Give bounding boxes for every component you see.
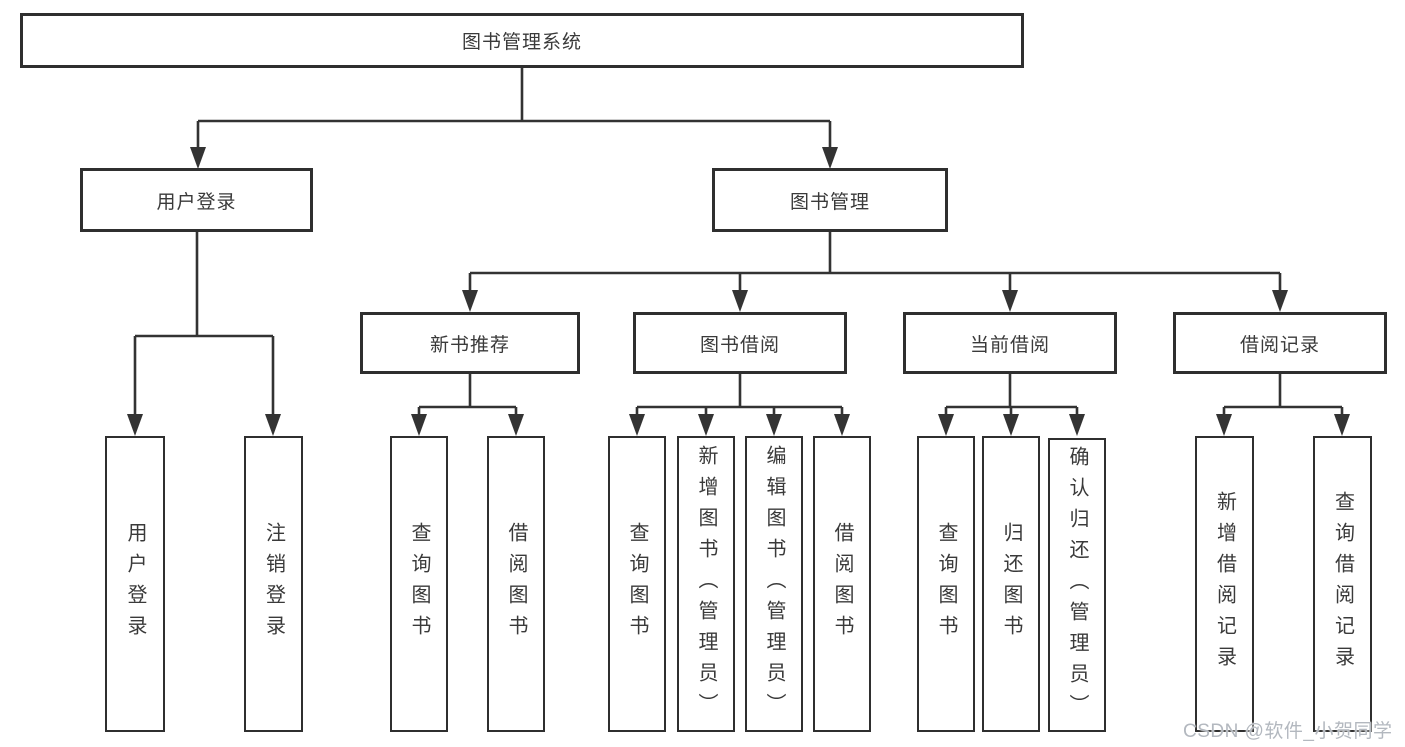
leaf-query-book-a: 查询图书 [390, 436, 448, 732]
node-user-login-label: 用户登录 [156, 191, 237, 213]
leaf-borrow-book-b: 借阅图书 [813, 436, 871, 732]
leaf-borrow-book-a: 借阅图书 [487, 436, 545, 732]
leaf-return-book: 归还图书 [982, 436, 1040, 732]
leaf-borrow-book-b-label: 借阅图书 [831, 522, 853, 646]
leaf-query-book-c: 查询图书 [917, 436, 975, 732]
node-book-borrow-label: 图书借阅 [699, 334, 780, 356]
leaf-query-book-a-label: 查询图书 [408, 522, 430, 646]
leaf-query-book-b: 查询图书 [608, 436, 666, 732]
connector-user-login-to-leaves [127, 232, 281, 436]
node-borrow-record-label: 借阅记录 [1239, 334, 1320, 356]
leaf-confirm-return: 确认归还（管理员） [1048, 438, 1106, 732]
leaf-confirm-return-label: 确认归还（管理员） [1066, 445, 1088, 725]
node-current-borrow-label: 当前借阅 [969, 334, 1050, 356]
leaf-add-record-label: 新增借阅记录 [1213, 491, 1236, 677]
leaf-logout-label: 注销登录 [262, 522, 285, 646]
leaf-query-record: 查询借阅记录 [1313, 436, 1372, 732]
connector-book-borrow-to-leaves [629, 374, 850, 436]
node-book-mgmt: 图书管理 [712, 168, 948, 232]
node-root-system-label: 图书管理系统 [461, 32, 582, 53]
connector-book-mgmt-to-level3 [462, 232, 1288, 312]
leaf-user-login: 用户登录 [105, 436, 165, 732]
connector-root-to-level2 [190, 68, 838, 169]
leaf-query-book-c-label: 查询图书 [935, 522, 957, 646]
node-user-login: 用户登录 [80, 168, 313, 232]
leaf-edit-book: 编辑图书（管理员） [745, 436, 803, 732]
node-book-mgmt-label: 图书管理 [789, 191, 870, 213]
leaf-add-book-label: 新增图书（管理员） [695, 444, 717, 724]
leaf-edit-book-label: 编辑图书（管理员） [763, 444, 785, 724]
connector-new-book-rec-to-leaves [411, 374, 524, 436]
leaf-query-book-b-label: 查询图书 [626, 522, 648, 646]
connector-borrow-record-to-leaves [1216, 374, 1350, 436]
connector-current-borrow-to-leaves [938, 374, 1085, 436]
leaf-query-record-label: 查询借阅记录 [1331, 491, 1354, 677]
leaf-user-login-label: 用户登录 [124, 522, 146, 646]
node-new-book-rec-label: 新书推荐 [429, 334, 510, 356]
node-new-book-rec: 新书推荐 [360, 312, 580, 374]
leaf-add-book: 新增图书（管理员） [677, 436, 735, 732]
csdn-watermark: CSDN @软件_小贺同学 [1183, 721, 1393, 742]
leaf-logout: 注销登录 [244, 436, 303, 732]
leaf-borrow-book-a-label: 借阅图书 [505, 522, 527, 646]
node-current-borrow: 当前借阅 [903, 312, 1117, 374]
leaf-add-record: 新增借阅记录 [1195, 436, 1254, 732]
node-root-system: 图书管理系统 [20, 13, 1024, 68]
leaf-return-book-label: 归还图书 [1000, 522, 1022, 646]
node-borrow-record: 借阅记录 [1173, 312, 1387, 374]
node-book-borrow: 图书借阅 [633, 312, 847, 374]
